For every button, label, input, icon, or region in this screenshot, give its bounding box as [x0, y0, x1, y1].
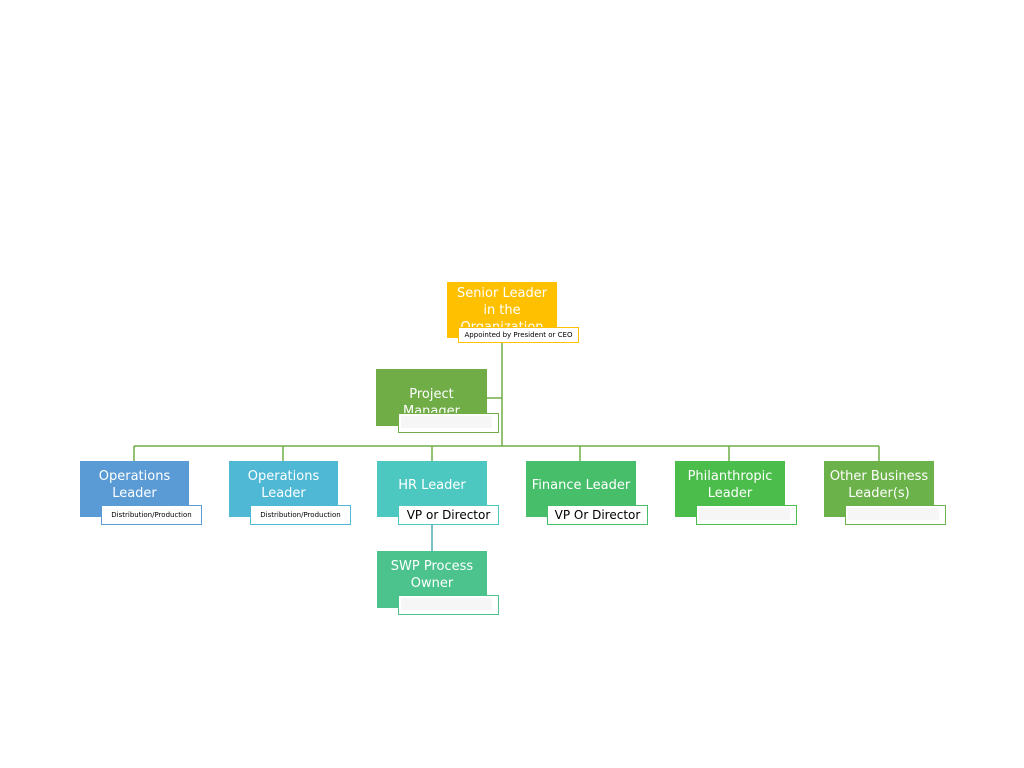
- philanthropic-leader-tag: [696, 505, 797, 525]
- operations-leader-1-tag-text: Distribution/Production: [111, 511, 192, 519]
- project-manager-tag: [398, 413, 499, 433]
- other-business-leader-tag: [845, 505, 946, 525]
- hr-leader-tag-text: VP or Director: [406, 508, 491, 522]
- operations-leader-1-tag: Distribution/Production: [101, 505, 202, 525]
- operations-leader-2-tag-text: Distribution/Production: [260, 511, 341, 519]
- finance-leader-tag: VP Or Director: [547, 505, 648, 525]
- operations-leader-2-title: Operations Leader: [247, 469, 320, 501]
- operations-leader-1-title: Operations Leader: [98, 469, 171, 501]
- swp-process-owner-title: SWP Process Owner: [390, 559, 474, 591]
- hr-leader-tag: VP or Director: [398, 505, 499, 525]
- project-manager-box: Project Manager: [376, 369, 487, 426]
- finance-leader-tag-text: VP Or Director: [554, 508, 641, 522]
- senior-leader-tag-text: Appointed by President or CEO: [464, 331, 573, 339]
- philanthropic-leader-title: Philanthropic Leader: [687, 469, 773, 501]
- senior-leader-tag: Appointed by President or CEO: [458, 327, 579, 343]
- hr-leader-title: HR Leader: [398, 478, 466, 493]
- operations-leader-2-tag: Distribution/Production: [250, 505, 351, 525]
- other-business-leader-title: Other Business Leader(s): [829, 469, 929, 501]
- swp-process-owner-tag: [398, 595, 499, 615]
- finance-leader-title: Finance Leader: [531, 478, 631, 493]
